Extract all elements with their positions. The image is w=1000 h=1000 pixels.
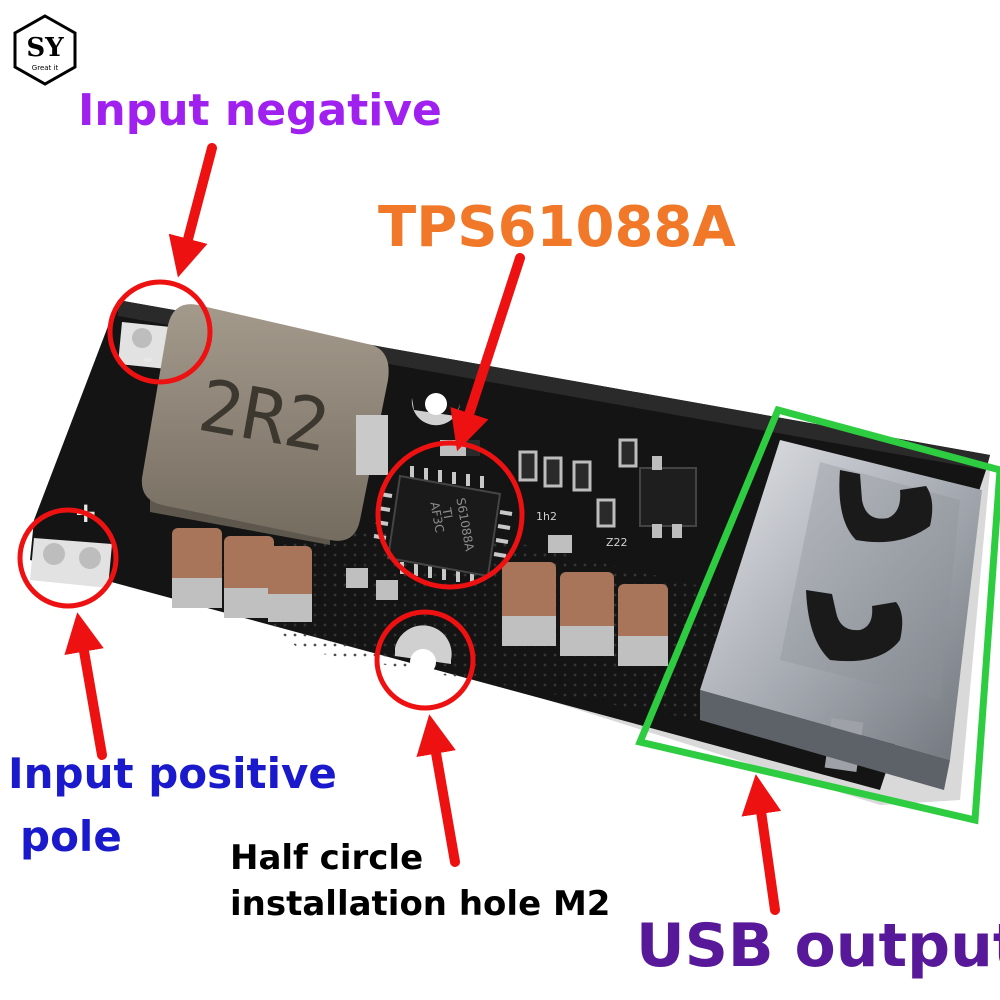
usb-connector bbox=[700, 440, 982, 790]
arrow-input-negative bbox=[168, 143, 217, 278]
chip-highlight bbox=[375, 440, 525, 590]
arrow-hole bbox=[416, 714, 460, 867]
usb-output-box bbox=[635, 405, 1000, 825]
label-input-positive-line2: pole bbox=[20, 812, 122, 861]
label-input-negative: Input negative bbox=[78, 85, 442, 136]
chip-marking-2: TI bbox=[439, 506, 455, 520]
arrow-input-positive bbox=[64, 612, 107, 760]
label-hole: Half circle installation hole M2 bbox=[230, 836, 610, 928]
input-positive-pads bbox=[30, 538, 112, 588]
hole-highlight bbox=[374, 609, 476, 711]
arrow-chip bbox=[450, 253, 525, 452]
capacitors-right bbox=[502, 562, 668, 666]
mounting-holes bbox=[395, 393, 460, 675]
small-marking-2: Z22 bbox=[606, 536, 628, 549]
small-components: 1h2 Z22 bbox=[346, 438, 697, 600]
label-input-positive-line1: Input positive bbox=[8, 749, 337, 798]
positive-pad-highlight bbox=[17, 507, 119, 609]
label-hole-line1: Half circle bbox=[230, 838, 424, 878]
annotations bbox=[17, 143, 1000, 915]
arrow-usb-output bbox=[741, 774, 782, 915]
logo-subtitle: Great it bbox=[32, 64, 59, 72]
label-chip: TPS61088A bbox=[378, 195, 736, 260]
minus-marking: - bbox=[143, 344, 154, 374]
chip-marking-3: AF3C bbox=[427, 501, 446, 534]
capacitors-left bbox=[172, 528, 312, 622]
small-marking-1: 1h2 bbox=[536, 510, 557, 523]
label-hole-line2: installation hole M2 bbox=[230, 883, 611, 924]
label-usb-output: USB output bbox=[636, 911, 1000, 981]
logo-text: SY bbox=[26, 33, 64, 63]
inductor: 2R2 bbox=[141, 304, 389, 545]
label-input-positive: Input positive pole bbox=[8, 742, 337, 868]
brand-logo: SY Great it bbox=[13, 14, 77, 86]
negative-pad-highlight bbox=[107, 279, 213, 385]
